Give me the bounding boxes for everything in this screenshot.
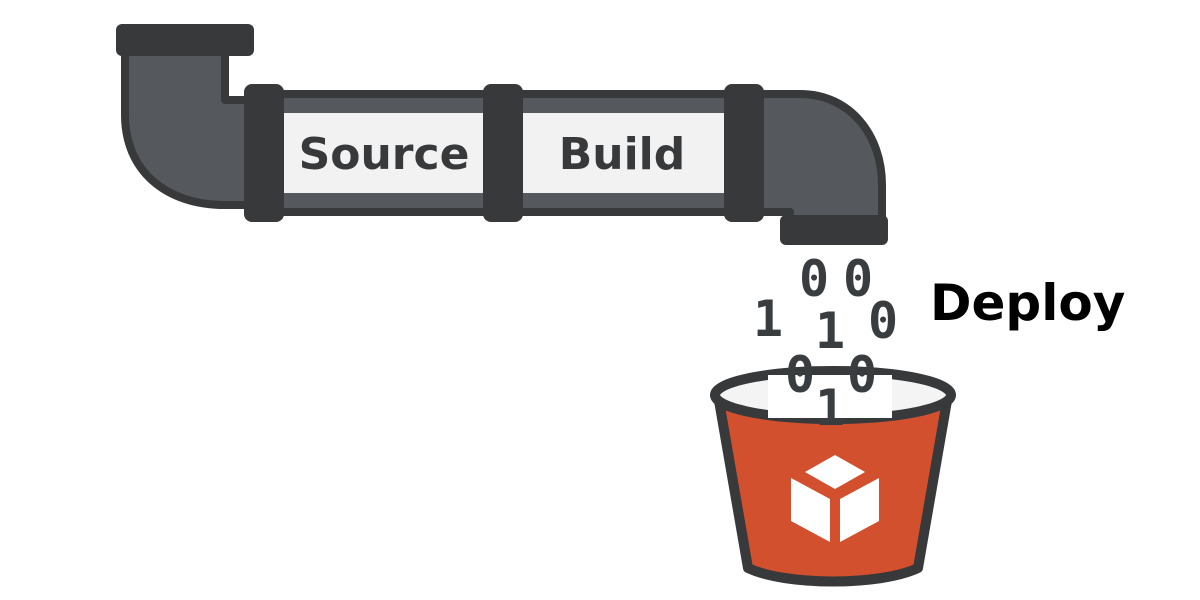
pipe-coupling-right bbox=[724, 84, 764, 222]
cube-right bbox=[840, 478, 879, 542]
bucket-body bbox=[713, 390, 953, 587]
pipe-coupling-middle bbox=[483, 84, 523, 222]
pipe-outlet-cap bbox=[780, 215, 888, 245]
pipe-left-elbow bbox=[121, 41, 262, 209]
build-stage-label: Build bbox=[559, 129, 686, 180]
pipe-coupling-left bbox=[244, 84, 284, 222]
data-stream bbox=[768, 375, 892, 418]
binary-digit: 1 bbox=[815, 379, 845, 437]
cube-left bbox=[791, 478, 830, 542]
binary-digit: 0 bbox=[785, 346, 815, 404]
pipe-icon bbox=[116, 24, 888, 245]
binary-digit: 0 bbox=[843, 250, 873, 308]
binary-digit: 0 bbox=[847, 346, 877, 404]
deploy-stage-label: Deploy bbox=[930, 274, 1125, 332]
binary-digit: 0 bbox=[868, 292, 898, 350]
pipe-top-cap bbox=[116, 24, 254, 56]
cube-icon bbox=[791, 455, 879, 542]
pipe-right-elbow bbox=[756, 90, 886, 232]
binary-digit: 0 bbox=[799, 250, 829, 308]
source-stage-panel bbox=[284, 113, 483, 193]
binary-stream: 0 0 1 1 0 0 0 1 bbox=[753, 250, 898, 437]
build-stage-panel bbox=[523, 113, 724, 193]
source-stage-label: Source bbox=[299, 129, 470, 180]
binary-digit: 1 bbox=[815, 302, 845, 360]
cube-top bbox=[805, 455, 865, 489]
binary-digit: 1 bbox=[753, 290, 783, 348]
